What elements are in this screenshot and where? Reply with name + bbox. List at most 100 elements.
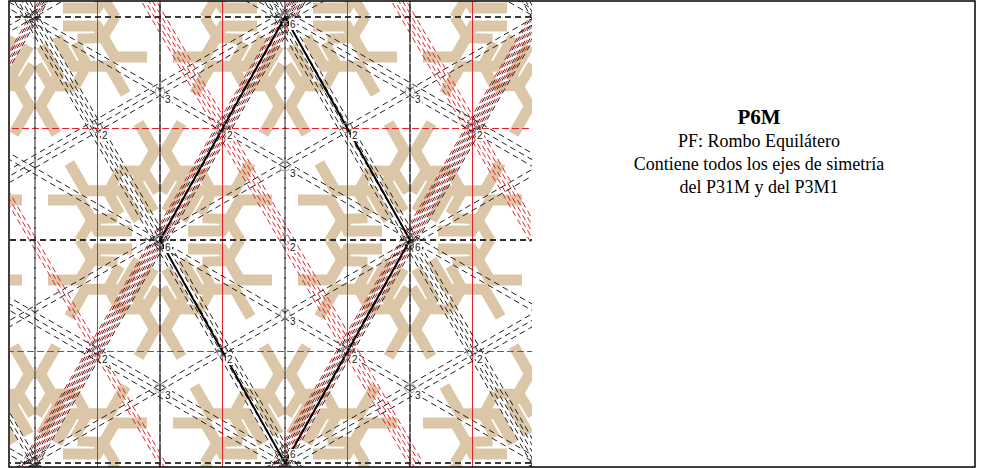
motif-band: [282, 65, 326, 97]
motif-band: [10, 249, 22, 280]
motif-band: [323, 208, 367, 240]
motif-band: [233, 43, 245, 87]
motif-band: [328, 1, 372, 17]
mirror-line: [35, 1, 36, 467]
mirror-line: [10, 1, 532, 467]
mirror-line: [10, 463, 532, 464]
mirror-line: [10, 1, 532, 467]
mirror-line: [10, 1, 532, 467]
mirror-line: [10, 1, 532, 467]
mirror-line: [10, 1, 532, 244]
mirror-line: [10, 1, 532, 467]
mirror-line: [85, 1, 532, 467]
mirror-line: [347, 1, 348, 467]
rotation-order: 6: [289, 19, 297, 30]
motif-band: [494, 383, 532, 415]
motif-band: [10, 200, 22, 231]
mirror-line: [148, 1, 533, 467]
motif-band: [328, 17, 372, 49]
motif-band: [78, 17, 122, 49]
mirror-line: [10, 1, 423, 467]
mirror-line: [10, 1, 532, 467]
mirror-line: [10, 1, 532, 467]
rotation-order: 2: [101, 130, 109, 141]
mirror-line: [210, 1, 532, 467]
cell-note: PF: Rombo Equilátero: [628, 130, 890, 153]
rotation-order: 6: [289, 449, 297, 460]
fundamental-rhombus: [160, 17, 410, 463]
rotation-order: 3: [289, 316, 297, 327]
mirror-line: [10, 1, 532, 467]
description-note: Contiene todos los ejes de simetría del …: [628, 153, 890, 199]
mirror-line: [23, 1, 533, 467]
mirror-line: [23, 1, 533, 467]
motif-band: [448, 431, 492, 463]
rotation-order: 6: [164, 242, 172, 253]
mirror-line: [10, 1, 532, 467]
mirror-line: [10, 1, 532, 467]
motif-band: [203, 240, 247, 272]
mirror-line: [85, 1, 532, 467]
motif-band: [328, 431, 372, 463]
mirror-line: [10, 1, 423, 467]
rotation-order: 3: [164, 390, 172, 401]
mirror-line: [23, 1, 533, 467]
motif-band: [32, 65, 76, 97]
motif-band: [73, 208, 117, 240]
rotation-order: 2: [351, 354, 359, 365]
mirror-line: [10, 1, 423, 467]
rotation-order: 2: [226, 130, 234, 141]
red-mirror-lines: [10, 1, 532, 467]
black-mirror-lines: [10, 1, 532, 467]
mirror-line: [85, 1, 532, 467]
motif-band: [203, 208, 247, 240]
motif-band: [10, 21, 13, 109]
rotation-order: 2: [351, 130, 359, 141]
mirror-line: [10, 1, 532, 467]
mirror-line: [10, 1, 532, 467]
mirror-line: [10, 240, 532, 241]
mirror-line: [10, 1, 423, 467]
mirror-line: [10, 1, 532, 244]
mirror-line: [23, 1, 533, 462]
mirror-line: [10, 1, 423, 462]
mirror-line: [23, 1, 533, 467]
mirror-line: [222, 1, 223, 467]
rotation-order: 2: [101, 354, 109, 365]
mirror-line: [210, 1, 532, 467]
mirror-line: [10, 1, 532, 467]
mirror-line: [10, 1, 532, 467]
mirror-line: [472, 1, 473, 467]
mirror-line: [148, 1, 533, 467]
mirror-line: [10, 1, 532, 244]
mirror-line: [210, 1, 532, 467]
motif-band: [453, 208, 497, 240]
mirror-line: [10, 1, 532, 467]
mirror-line: [148, 1, 533, 467]
mirror-line: [97, 1, 98, 467]
motif-band: [532, 65, 533, 97]
mirror-line: [10, 17, 532, 18]
mirror-line: [10, 1, 532, 467]
rotation-order: 2: [476, 130, 484, 141]
mirror-line: [10, 1, 532, 467]
mirror-line: [10, 1, 532, 467]
mirror-line: [10, 1, 532, 467]
motif-band: [78, 431, 122, 463]
mirror-line: [10, 128, 532, 129]
rotation-order: 3: [289, 168, 297, 179]
motif-band: [157, 288, 201, 320]
rotation-centres: [92, 12, 477, 467]
mirror-line: [10, 1, 532, 467]
motif-band: [487, 46, 532, 134]
rotation-order: 2: [476, 354, 484, 365]
rotation-order: 3: [164, 94, 172, 105]
mirror-line: [10, 1, 532, 467]
motif-band: [448, 1, 492, 17]
mirror-line: [10, 1, 532, 467]
group-title: P6M: [628, 104, 890, 130]
mirror-line: [210, 1, 532, 467]
motif-band: [198, 1, 242, 17]
frame: [9, 1, 975, 467]
